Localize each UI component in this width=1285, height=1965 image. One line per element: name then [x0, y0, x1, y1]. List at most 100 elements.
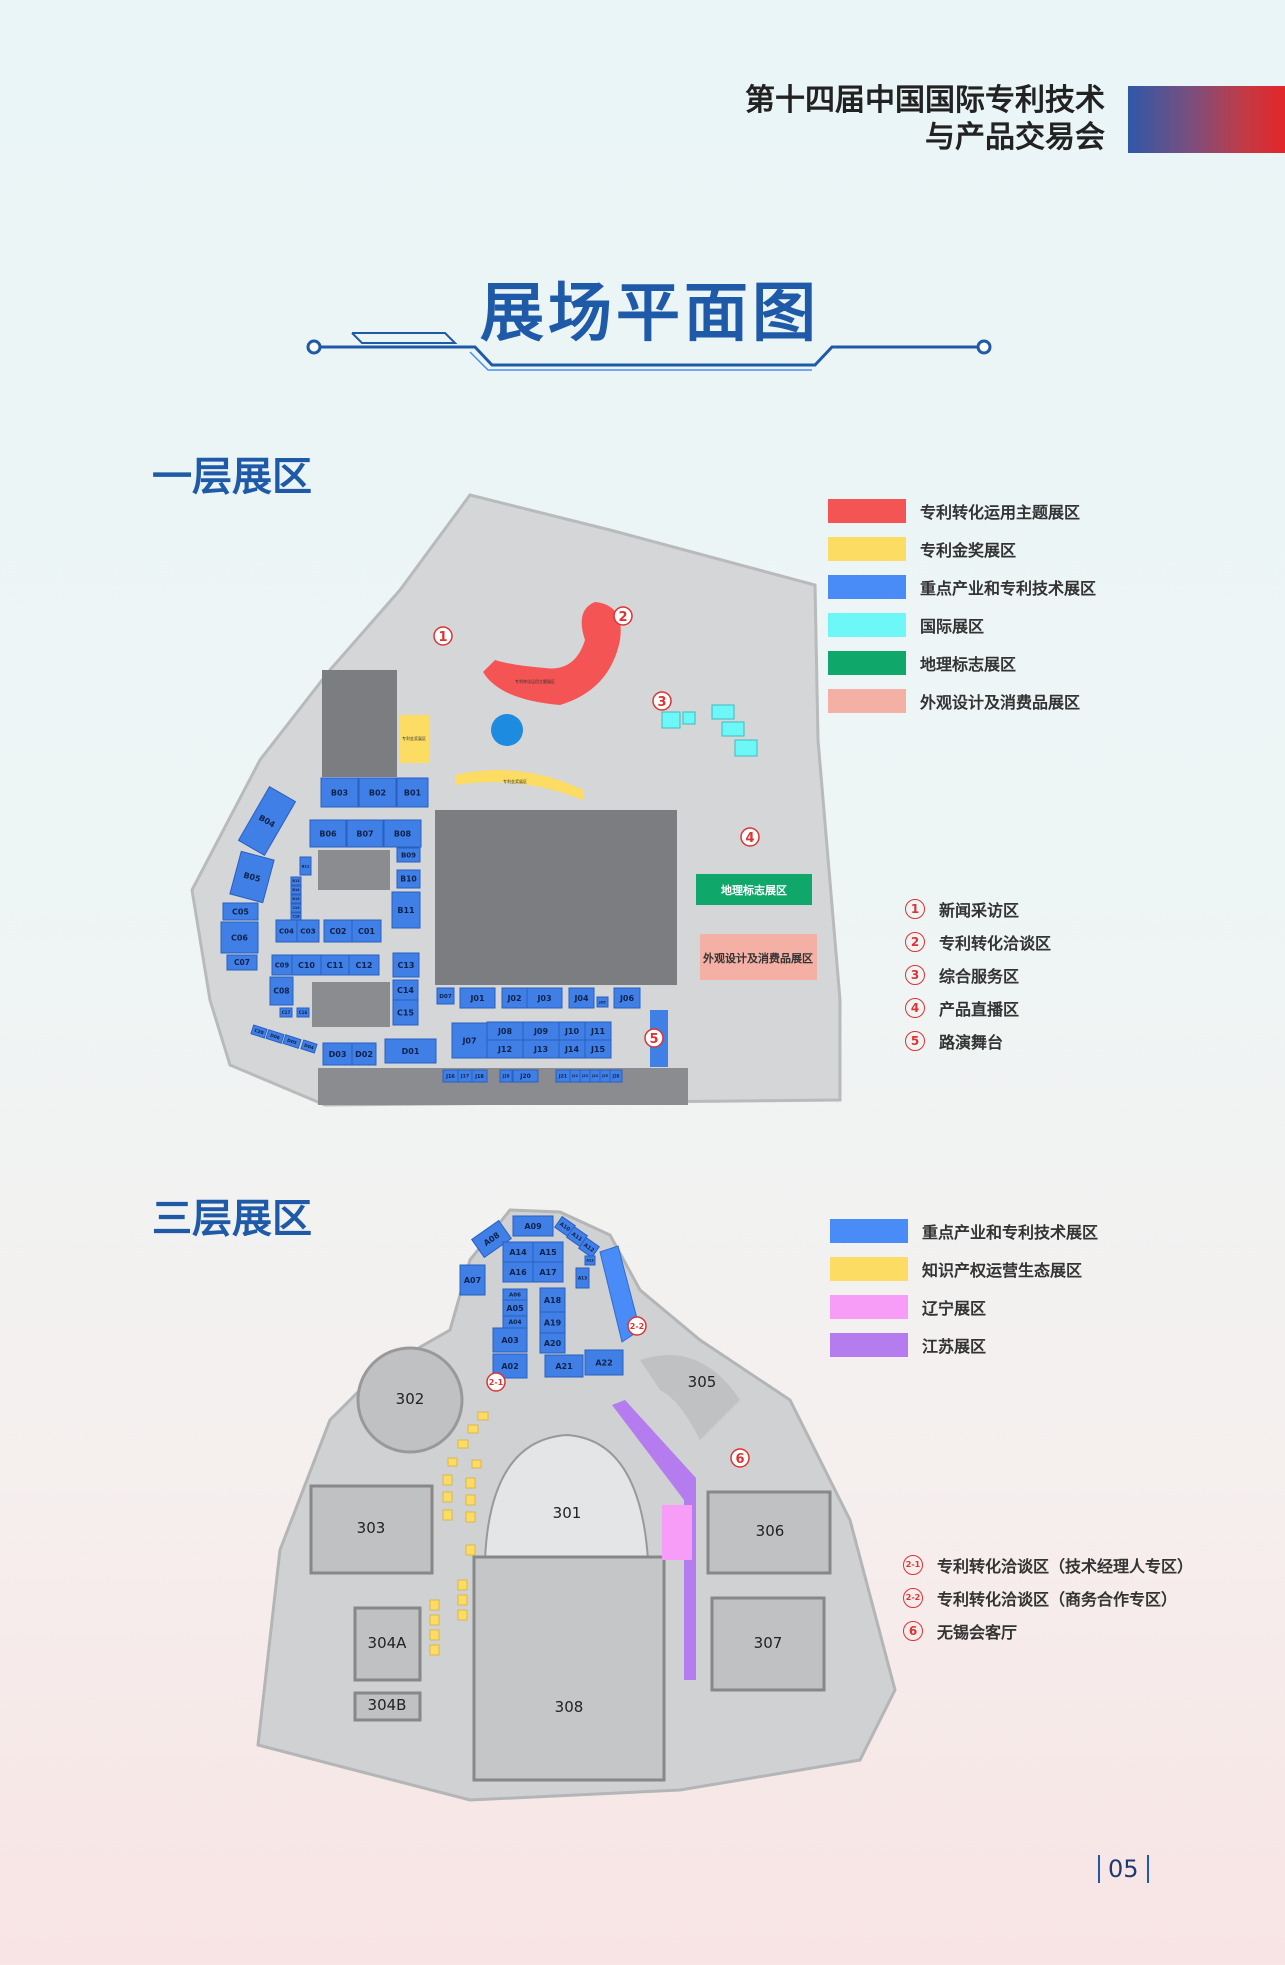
booth-label: A10: [558, 1221, 571, 1233]
booth-label: D03: [329, 1050, 347, 1059]
booth-label: D05: [286, 1038, 297, 1047]
booth: B04: [237, 785, 297, 857]
room-301-shape: [483, 1433, 650, 1561]
booth: A12: [578, 1236, 600, 1259]
legend-swatch: [828, 537, 906, 561]
booth: C16: [296, 1007, 310, 1018]
booth: B15: [290, 894, 302, 904]
booth-label: J18: [474, 1074, 484, 1080]
booth: D02: [351, 1042, 377, 1066]
booth: C11: [320, 954, 350, 976]
booth-label: C09: [275, 961, 290, 969]
map-marker-number: 3: [657, 695, 666, 710]
booth-label: A03: [501, 1336, 518, 1345]
legend-label: 外观设计及消费品展区: [920, 693, 1081, 712]
booth-shape: [584, 1039, 612, 1059]
booth: B10: [396, 869, 421, 889]
booth-label: B10: [400, 875, 417, 884]
booth-label: A23: [586, 1259, 594, 1263]
booth: B05: [229, 850, 275, 904]
gold-curve-label: 专利金奖展区: [503, 778, 527, 784]
marker-label: 专利转化洽谈区: [939, 933, 1052, 953]
legend-item: 国际展区: [828, 606, 1096, 644]
booth-shape: [391, 891, 421, 929]
marker-list-item: 6 无锡会客厅: [903, 1614, 1193, 1647]
yellow-gold-zone: [399, 715, 429, 763]
booth-label: C04: [279, 927, 294, 935]
legend-swatch: [828, 689, 906, 713]
booth-label: D02: [355, 1050, 373, 1059]
booth-label: B01: [404, 788, 422, 797]
booth: B13: [290, 876, 302, 886]
gold-zone-label: 专利金奖展区: [402, 735, 426, 741]
booth-label: J09: [533, 1027, 549, 1036]
legend-label: 国际展区: [920, 617, 985, 636]
map-marker-number: 1: [438, 630, 447, 645]
booth-label: B11: [397, 906, 415, 915]
map-marker-number: 2-2: [630, 1322, 644, 1331]
booth-label: B13: [292, 879, 300, 883]
booth-label: D06: [269, 1033, 280, 1042]
inner-block: [318, 850, 390, 890]
booth-label: D01: [402, 1047, 420, 1056]
design-zone-label: 外观设计及消费品展区: [702, 951, 813, 965]
yellow-gold-curve: [455, 770, 583, 800]
booth-shape: [309, 819, 347, 848]
marker-number-icon: 2: [905, 931, 925, 952]
booth: J09: [522, 1021, 560, 1041]
floor1-legend: 专利转化运用主题展区专利金奖展区重点产业和专利技术展区国际展区地理标志展区外观设…: [828, 492, 1096, 720]
room-308-shape: [472, 1555, 666, 1782]
booth: C13: [392, 952, 420, 978]
booth: A05: [502, 1299, 528, 1317]
booth-label: J02: [506, 994, 521, 1003]
booth: D06: [265, 1029, 285, 1044]
booth-label: C14: [397, 986, 414, 995]
booth-label: C02: [329, 927, 346, 936]
booth-shape: [346, 819, 384, 848]
legend-swatch: [828, 575, 906, 599]
jiangsu-zone: [612, 1400, 696, 1680]
booth: A09: [512, 1215, 554, 1237]
booth-label: J01: [469, 994, 485, 1003]
booth: J18: [471, 1069, 488, 1083]
map-marker-icon: 2: [613, 606, 633, 626]
booth-label: J20: [519, 1073, 531, 1080]
booth: J19: [499, 1069, 513, 1083]
main-hall-block: [435, 810, 677, 985]
marker-number-icon: 6: [903, 1620, 923, 1641]
booth-shape: [226, 954, 258, 971]
booth-label: J11: [590, 1027, 606, 1036]
booth-label: C10: [298, 961, 315, 970]
room-label: 308: [555, 1698, 584, 1716]
marker-label: 专利转化洽谈区（商务合作专区）: [937, 1589, 1178, 1609]
booth: D01: [384, 1038, 437, 1064]
booth: J07: [451, 1022, 488, 1059]
booth: C08: [269, 976, 294, 1006]
marker-number-icon: 5: [905, 1030, 925, 1051]
booth: J13: [522, 1039, 560, 1059]
booth-shape: [526, 987, 563, 1009]
legend-item: 专利金奖展区: [828, 530, 1096, 568]
booth: B03: [320, 777, 359, 808]
booth-label: D07: [439, 994, 452, 1000]
booth-shape: [279, 1007, 293, 1018]
map-marker-icon: 2-2: [627, 1316, 647, 1336]
booth-label: A22: [595, 1358, 612, 1367]
booth: C12: [348, 954, 380, 976]
booth: B14: [290, 885, 302, 895]
booth: C06: [220, 921, 259, 954]
booth: A16: [502, 1261, 534, 1283]
booth-shape: [512, 1215, 554, 1237]
booth-shape: [539, 1287, 566, 1313]
marker-label: 无锡会客厅: [937, 1622, 1018, 1642]
booth-label: C05: [232, 907, 249, 916]
booth-label: A02: [501, 1362, 518, 1371]
booth-shape: [459, 987, 496, 1009]
booth: B02: [358, 777, 397, 808]
booth-label: J10: [564, 1027, 580, 1036]
booth: J24: [589, 1069, 601, 1083]
legend-item: 地理标志展区: [828, 644, 1096, 682]
booth-label: J21: [558, 1074, 567, 1080]
legend-label: 地理标志展区: [920, 655, 1017, 674]
